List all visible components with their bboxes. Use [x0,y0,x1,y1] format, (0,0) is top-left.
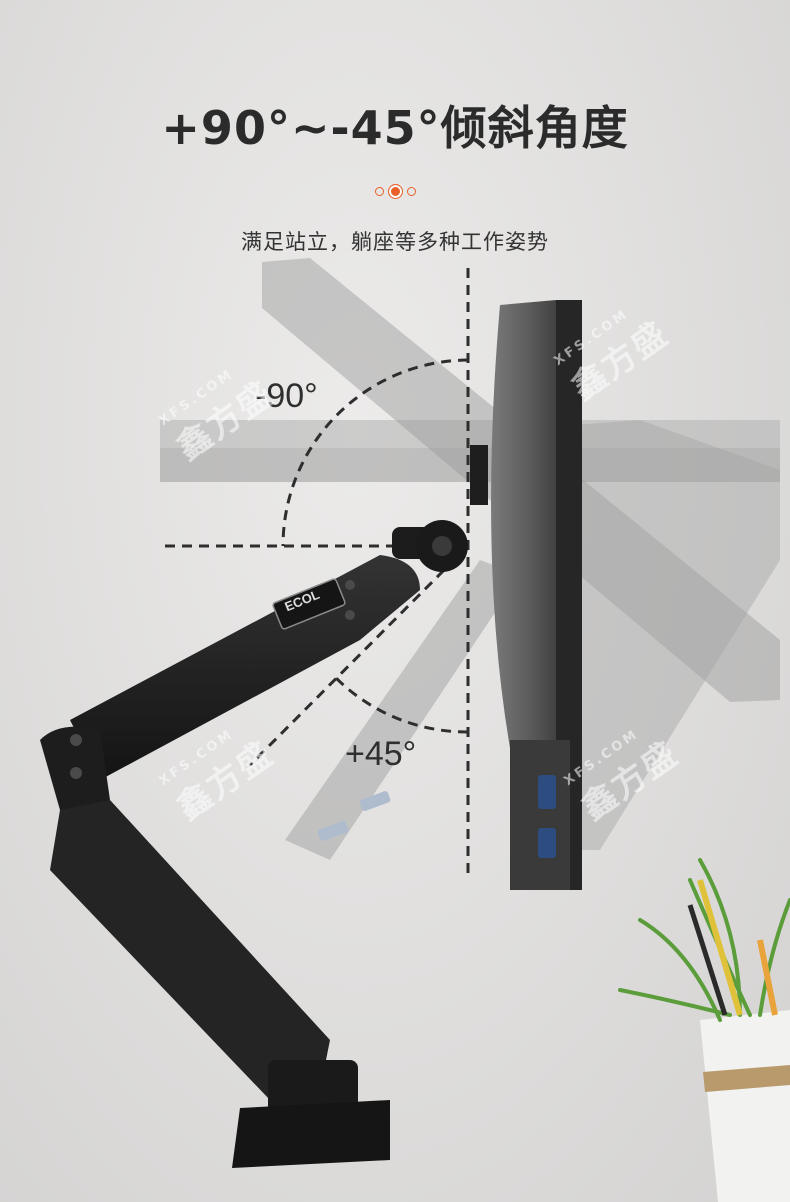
arc-plus-45 [334,676,469,734]
dot-left [374,187,384,196]
usb-port-icon [538,775,556,809]
ghost-monitor-forward-tilt [285,420,780,860]
arc-minus-90 [281,358,469,547]
diagonal-guide [248,544,470,767]
monitor-side-view [470,300,582,890]
monitor-arm [40,520,468,1168]
angle-label-plus-45: +45° [345,735,417,773]
page-subtitle: 满足站立，躺座等多种工作姿势 [241,230,549,254]
desk-plant [618,858,790,1202]
carousel-dots [0,184,790,199]
angle-label-minus-90: -90° [255,377,318,415]
angle-guides [165,268,470,880]
page-title: +90°~-45°倾斜角度 [161,101,629,155]
dot-right [406,187,416,196]
usb-port-icon [538,828,556,858]
dot-active [387,184,403,199]
